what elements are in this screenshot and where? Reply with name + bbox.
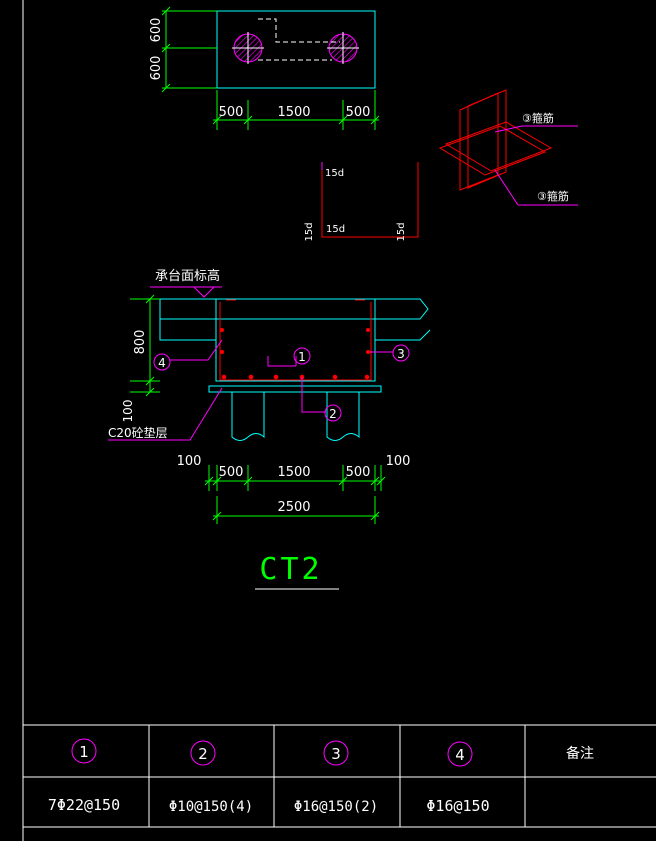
- table-header-4: 4: [455, 746, 465, 764]
- marker-3-circle: [392, 344, 410, 362]
- table-value-1: 7Φ22@150: [48, 796, 120, 814]
- marker-3: 3: [397, 347, 405, 361]
- bar-shape-label-left: 15d: [304, 222, 315, 241]
- table-header-3: 3: [331, 745, 341, 763]
- table-header-remarks: 备注: [566, 745, 594, 762]
- stirrup-3d-sketch: [438, 89, 578, 206]
- bar-shape: [321, 162, 419, 238]
- table-header-2: 2: [198, 745, 208, 763]
- plan-dim-v-top: 600: [149, 18, 164, 43]
- bar-shape-label-top: 15d: [325, 168, 344, 179]
- stirrup-label-bottom: ③箍筋: [537, 189, 569, 203]
- dim-inner-mid: 1500: [277, 465, 310, 480]
- bar-shape-label-inner: 15d: [326, 224, 345, 235]
- stirrup-label-top: ③箍筋: [522, 111, 554, 125]
- table-value-4: Φ16@150: [426, 797, 489, 815]
- marker-4: 4: [158, 356, 166, 370]
- cushion-dim: 100: [121, 400, 135, 423]
- marker-4-circle: [153, 353, 171, 371]
- plan-dim-h-right: 500: [346, 105, 371, 120]
- dim-total: 2500: [277, 500, 310, 515]
- drawing-title: CT2: [259, 552, 322, 587]
- pile-cap-section: [108, 286, 431, 524]
- drawing-frame: [22, 0, 656, 841]
- dim-inner-left: 500: [219, 465, 244, 480]
- marker-1: 1: [298, 350, 306, 364]
- bar-shape-label-right: 15d: [396, 222, 407, 241]
- marker-2-circle: [324, 404, 342, 422]
- dim-inner-right: 500: [346, 465, 371, 480]
- pile-cap-plan: 600 600 500 1500 500: [149, 6, 380, 130]
- cushion-label: C20砼垫层: [108, 425, 168, 440]
- section-height-dim: 800: [133, 330, 148, 355]
- marker-2: 2: [329, 407, 337, 421]
- rebar-table: [23, 725, 656, 828]
- table-value-3: Φ16@150(2): [294, 799, 378, 815]
- dim-outer-left: 100: [177, 454, 202, 469]
- dim-outer-right: 100: [386, 454, 411, 469]
- marker-1-circle: [293, 347, 311, 365]
- table-header-1: 1: [79, 743, 89, 761]
- table-value-2: Φ10@150(4): [169, 799, 253, 815]
- elevation-label: 承台面标高: [155, 268, 220, 284]
- plan-dim-h-mid: 1500: [277, 105, 310, 120]
- plan-dim-v-bottom: 600: [149, 56, 164, 81]
- plan-dim-h-left: 500: [219, 105, 244, 120]
- table-header-circles: [71, 738, 473, 767]
